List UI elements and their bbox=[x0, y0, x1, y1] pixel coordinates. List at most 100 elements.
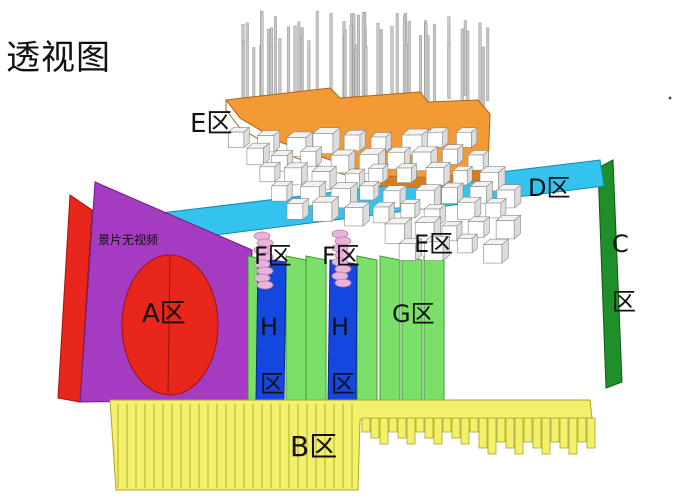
cube-side bbox=[385, 131, 392, 153]
step-block bbox=[460, 417, 470, 445]
light-cube bbox=[286, 198, 310, 220]
step-block bbox=[442, 417, 452, 433]
zone-h-label-right-bottom: 区 bbox=[331, 370, 355, 398]
zone-b-stripes bbox=[117, 404, 353, 488]
cube-side bbox=[332, 126, 341, 155]
light-cube bbox=[367, 163, 389, 184]
step-block bbox=[496, 417, 506, 443]
step-block bbox=[433, 417, 443, 445]
cube-side bbox=[483, 216, 490, 238]
light-cube bbox=[440, 182, 464, 205]
light-cube bbox=[426, 127, 449, 149]
step-block bbox=[388, 417, 398, 433]
hanging-rod bbox=[349, 24, 353, 109]
light-cube bbox=[227, 126, 251, 149]
cube-side bbox=[457, 144, 464, 166]
cube-front bbox=[271, 185, 288, 202]
zone-c-pillar bbox=[597, 159, 623, 389]
step-block bbox=[577, 417, 587, 443]
step-block bbox=[451, 417, 461, 439]
cube-side bbox=[273, 129, 280, 153]
light-cube bbox=[246, 142, 271, 166]
step-block bbox=[370, 417, 380, 439]
cube-front bbox=[400, 203, 416, 219]
cube-side bbox=[500, 197, 507, 219]
zone-f-coils bbox=[253, 229, 352, 290]
zone-h-label-left-top: H bbox=[260, 313, 278, 341]
light-cube bbox=[423, 235, 451, 262]
cube-front bbox=[343, 134, 361, 152]
light-cube bbox=[452, 165, 474, 186]
hanging-rod bbox=[241, 40, 245, 107]
hanging-rod bbox=[267, 28, 271, 106]
zone-g-panel bbox=[285, 255, 307, 401]
light-cube bbox=[456, 196, 482, 221]
cube-front bbox=[312, 201, 333, 222]
cube-side bbox=[433, 216, 442, 243]
cube-side bbox=[348, 149, 356, 174]
hanging-rod bbox=[486, 27, 490, 102]
cube-side bbox=[411, 162, 417, 184]
cube-side bbox=[359, 129, 366, 152]
cube-side bbox=[471, 233, 478, 254]
zone-d-label: D区 bbox=[528, 174, 570, 202]
step-block bbox=[487, 417, 497, 455]
hanging-rod bbox=[376, 22, 380, 100]
cube-front bbox=[441, 187, 458, 204]
cube-side bbox=[466, 165, 473, 186]
cube-side bbox=[263, 142, 270, 166]
light-cube bbox=[372, 201, 396, 224]
light-cube bbox=[270, 180, 294, 202]
light-cube bbox=[384, 217, 413, 245]
zone-g-panel bbox=[401, 255, 423, 401]
hanging-rod bbox=[407, 20, 411, 100]
cube-side bbox=[302, 198, 309, 220]
cube-side bbox=[362, 201, 370, 227]
step-block bbox=[523, 417, 533, 443]
cube-front bbox=[457, 202, 476, 220]
zone-b-risers bbox=[109, 399, 596, 491]
light-cube bbox=[398, 238, 423, 261]
cube-front bbox=[286, 203, 304, 220]
hanging-rod bbox=[466, 30, 470, 106]
cube-side bbox=[513, 214, 521, 240]
cube-front bbox=[372, 206, 390, 224]
light-cube bbox=[259, 161, 281, 183]
light-cube bbox=[343, 201, 371, 227]
hanging-rod bbox=[478, 22, 482, 107]
step-block bbox=[406, 417, 416, 445]
cube-front bbox=[495, 220, 515, 240]
step-block bbox=[568, 417, 578, 455]
hanging-rod bbox=[379, 29, 383, 100]
zone-g-panel bbox=[379, 255, 401, 401]
zone-c-label-top: C bbox=[612, 230, 629, 258]
step-block bbox=[541, 417, 551, 455]
step-block bbox=[514, 417, 524, 455]
hanging-rod bbox=[395, 13, 399, 106]
cube-side bbox=[415, 238, 422, 261]
zone-g-panel bbox=[356, 255, 378, 401]
light-cube bbox=[456, 233, 479, 254]
zone-b-steps bbox=[361, 417, 596, 455]
cube-side bbox=[274, 161, 281, 183]
step-block bbox=[415, 417, 425, 433]
zone-g-panel bbox=[423, 255, 445, 401]
cube-side bbox=[474, 196, 482, 221]
light-cube bbox=[396, 162, 418, 184]
zone-c-label-bottom: 区 bbox=[612, 288, 636, 316]
cube-side bbox=[301, 162, 308, 186]
cube-front bbox=[427, 132, 444, 148]
cube-front bbox=[485, 202, 502, 219]
zone-a-label: A区 bbox=[142, 299, 186, 329]
hanging-rod bbox=[463, 20, 467, 96]
cube-front bbox=[457, 238, 473, 254]
zone-a-screen-seam bbox=[167, 255, 171, 396]
light-cube bbox=[283, 162, 309, 186]
stage-wall-sign: 景片无视频 bbox=[98, 232, 158, 247]
cube-side bbox=[315, 146, 322, 168]
cube-side bbox=[514, 184, 522, 209]
light-cube bbox=[311, 195, 340, 223]
zone-f-label-right: F区 bbox=[322, 242, 360, 270]
step-block bbox=[505, 417, 515, 449]
